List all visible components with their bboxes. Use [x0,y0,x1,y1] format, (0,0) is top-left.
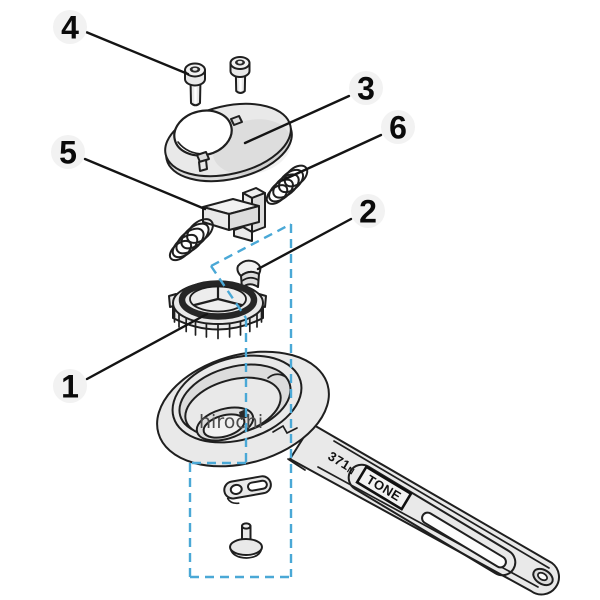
assembly-guide-dashed-lines [188,222,293,579]
part-spring-lower [168,218,214,262]
callout-number: 6 [389,110,407,146]
leader-lines [83,30,383,381]
part-wrench-head [156,350,330,471]
callout-2: 2 [351,194,385,230]
callout-number: 2 [359,194,377,230]
cover-notch [230,115,243,126]
part-cover-plate [164,102,293,183]
leader-line-6 [281,133,383,182]
part-ratchet-gear [168,280,267,340]
neck-step [272,424,298,435]
callout-1: 1 [53,369,87,405]
callout-4: 4 [53,10,87,46]
callout-circle [53,10,87,44]
leader-line-4 [84,30,190,76]
part-screw-b [229,56,251,94]
part-link-lever [223,475,272,505]
leader-line-5 [83,157,207,211]
callout-3: 3 [349,71,383,107]
part-selector-piece [236,259,262,289]
watermark-text: hirochi [199,411,263,433]
callout-number: 4 [61,10,79,46]
callout-number: 5 [59,135,77,171]
callout-circle [51,135,85,169]
callout-6: 6 [381,110,415,146]
part-pawl [202,198,260,231]
handle-bevel-upper [333,440,550,569]
handle-slot [421,511,507,569]
callout-number: 3 [357,71,375,107]
part-rivet [229,522,263,559]
gear-top-ring [178,280,258,320]
handle-recess-panel [347,463,517,577]
callout-circle [351,194,385,228]
callout-circle [53,369,87,403]
pawl-pocket-edge [267,373,287,379]
part-screw-a [184,62,206,107]
callout-circle [381,110,415,144]
callout-5: 5 [51,135,85,171]
handle-details: 371N TONE [317,440,554,588]
callout-number: 1 [61,369,79,405]
callout-circle [349,71,383,105]
leader-line-2 [256,217,353,271]
leader-line-3 [243,94,351,145]
leader-line-1 [85,312,209,381]
